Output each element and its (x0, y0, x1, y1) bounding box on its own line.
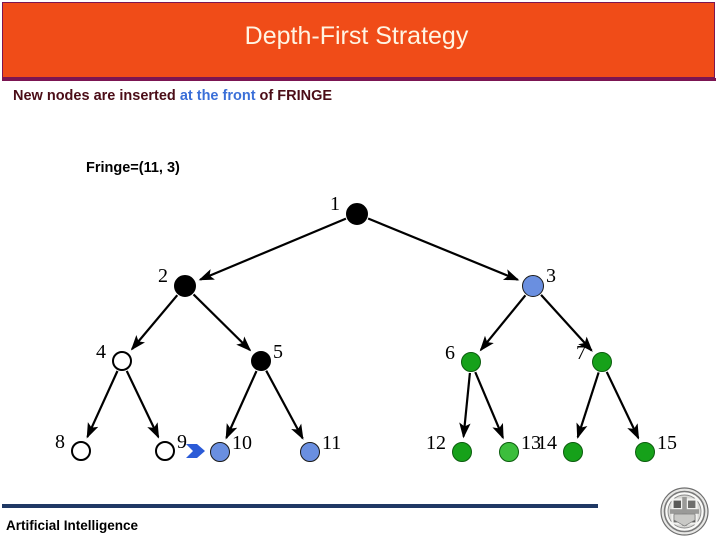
tree-node-label-1: 1 (330, 193, 340, 215)
tree-node-label-7: 7 (576, 342, 586, 364)
tree-edge (605, 371, 640, 440)
tree-node-2[interactable] (174, 275, 196, 297)
tree-node-label-12: 12 (426, 432, 446, 454)
tree-edge (367, 217, 520, 281)
tree-edge (225, 370, 258, 440)
tree-node-13[interactable] (499, 442, 519, 462)
tree-edge (86, 370, 119, 439)
tree-node-label-6: 6 (445, 342, 455, 364)
fringe-state-label: Fringe=(11, 3) (86, 160, 180, 176)
title-banner (2, 2, 715, 78)
subtitle-segment-3: of FRINGE (255, 88, 333, 104)
tree-node-11[interactable] (300, 442, 320, 462)
tree-edge (474, 371, 504, 440)
tree-node-label-8: 8 (55, 431, 65, 453)
tree-node-6[interactable] (461, 352, 481, 372)
tree-node-label-9: 9 (177, 431, 187, 453)
title-banner-shadow (2, 78, 716, 81)
tree-node-7[interactable] (592, 352, 612, 372)
tree-node-5[interactable] (251, 351, 271, 371)
tree-edge (125, 370, 160, 439)
tree-node-4[interactable] (112, 351, 132, 371)
footer-label: Artificial Intelligence (6, 518, 139, 533)
tree-node-15[interactable] (635, 442, 655, 462)
tree-edge (198, 217, 347, 281)
tree-edge (459, 372, 471, 439)
tree-node-label-14: 14 (537, 432, 557, 454)
tree-node-9[interactable] (155, 441, 175, 461)
subtitle-line: New nodes are inserted at the front of F… (13, 88, 332, 104)
page-title: Depth-First Strategy (244, 22, 469, 50)
tree-node-label-4: 4 (96, 341, 106, 363)
tree-edge (130, 294, 179, 351)
tree-node-12[interactable] (452, 442, 472, 462)
tree-edge (576, 372, 600, 439)
tree-edge (479, 294, 527, 352)
subtitle-segment-highlight: at the front (179, 88, 256, 104)
tree-node-label-3: 3 (546, 265, 556, 287)
tree-edge (192, 293, 252, 352)
subtitle-segment-1: New nodes are inserted (13, 88, 180, 104)
tree-node-1[interactable] (346, 203, 368, 225)
tree-node-10[interactable] (210, 442, 230, 462)
tree-node-label-2: 2 (158, 265, 168, 287)
tree-node-label-5: 5 (273, 341, 283, 363)
tree-node-label-13: 13 (521, 432, 541, 454)
tree-node-14[interactable] (563, 442, 583, 462)
footer-divider (2, 504, 598, 508)
tree-edge (265, 370, 304, 440)
tree-node-label-11: 11 (322, 432, 342, 454)
university-seal-icon (660, 487, 709, 536)
tree-node-label-15: 15 (657, 432, 677, 454)
tree-node-3[interactable] (522, 275, 544, 297)
tree-node-label-10: 10 (232, 432, 252, 454)
fringe-pointer-icon (186, 444, 205, 458)
tree-node-8[interactable] (71, 441, 91, 461)
